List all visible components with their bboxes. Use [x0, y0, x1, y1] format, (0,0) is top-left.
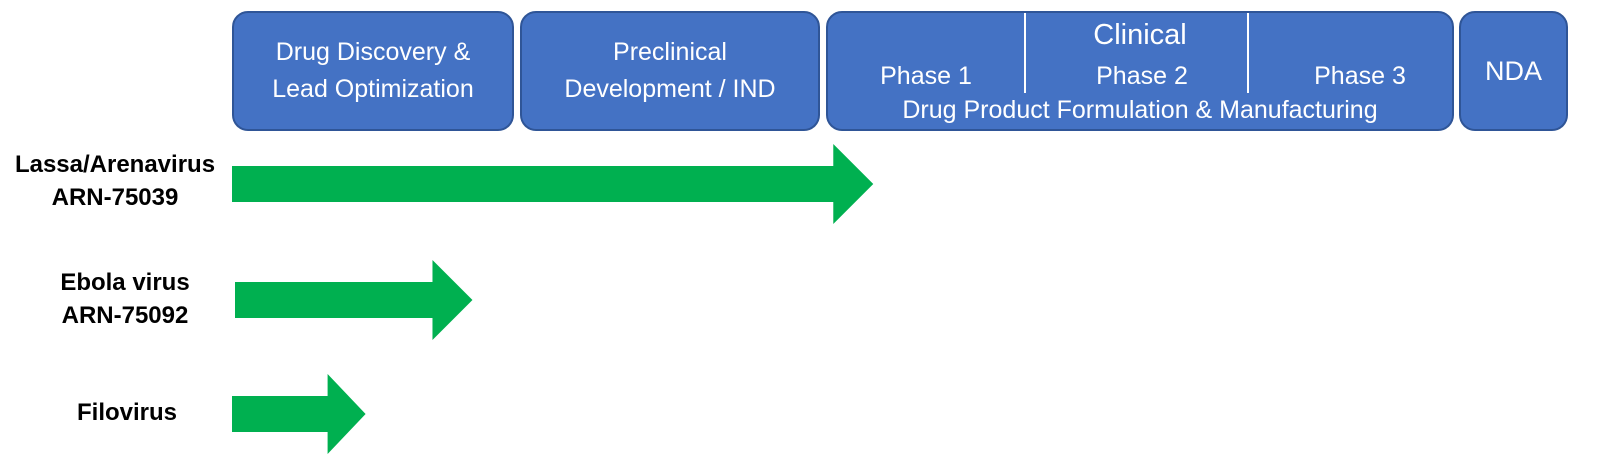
- stage-clinical-box: Clinical Phase 1 Phase 2 Phase 3 Drug Pr…: [826, 11, 1454, 131]
- phase-1-label: Phase 1: [880, 62, 972, 90]
- progress-arrow-lassa: [232, 144, 874, 224]
- stage-discovery-box: Drug Discovery & Lead Optimization: [232, 11, 514, 131]
- program-name: Filovirus: [76, 399, 178, 426]
- stage-nda-box: NDA: [1459, 11, 1568, 131]
- program-name: Lassa/Arenavirus: [14, 151, 216, 178]
- stage-preclinical-line2: Development / IND: [564, 75, 776, 103]
- stage-clinical-title: Clinical: [1093, 19, 1187, 51]
- stage-discovery-line2: Lead Optimization: [272, 75, 474, 103]
- program-label-filovirus: Filovirus: [12, 396, 242, 429]
- progress-arrow-ebola: [235, 260, 473, 340]
- phase-3-label: Phase 3: [1314, 62, 1406, 90]
- phase-2-label: Phase 2: [1096, 62, 1188, 90]
- program-label-ebola: Ebola virus ARN-75092: [10, 266, 240, 332]
- phase-divider: [1247, 13, 1249, 93]
- stage-preclinical-line1: Preclinical: [613, 38, 727, 66]
- program-label-lassa: Lassa/Arenavirus ARN-75039: [0, 148, 230, 214]
- program-code: ARN-75092: [61, 302, 189, 329]
- program-code: ARN-75039: [51, 184, 179, 211]
- stage-discovery-line1: Drug Discovery &: [275, 38, 471, 66]
- program-name: Ebola virus: [60, 269, 190, 296]
- progress-arrow-filovirus: [232, 374, 366, 454]
- stage-clinical-footer: Drug Product Formulation & Manufacturing: [902, 96, 1378, 124]
- stage-nda-label: NDA: [1484, 55, 1542, 86]
- phase-divider: [1024, 13, 1026, 93]
- stage-preclinical-box: Preclinical Development / IND: [520, 11, 820, 131]
